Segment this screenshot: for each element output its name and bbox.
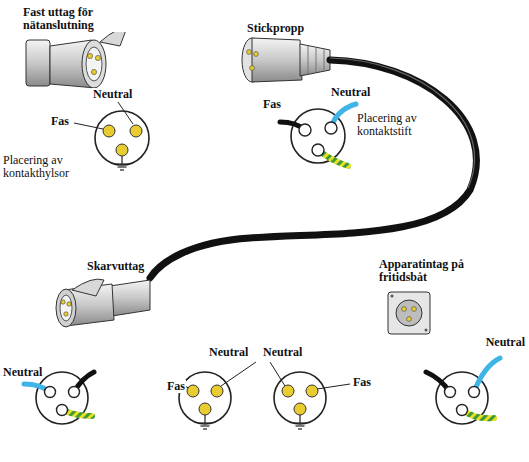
- extension-wiring-face: [24, 372, 94, 424]
- part-label: Neutral: [208, 346, 249, 359]
- extension-socket: [56, 279, 150, 327]
- part-label: Fast uttag för nätanslutning: [22, 6, 142, 32]
- extension-contact-face: [179, 362, 256, 429]
- part-label: Stickpropp: [246, 22, 305, 35]
- part-label: Neutral: [330, 86, 371, 99]
- cable: [150, 60, 476, 278]
- part-label: Fas: [166, 380, 186, 393]
- part-label: Fas: [352, 376, 372, 389]
- part-label: Neutral: [92, 88, 133, 101]
- part-label: Neutral: [262, 346, 303, 359]
- part-label: Fas: [50, 115, 70, 128]
- inlet-contact-face: [270, 362, 350, 429]
- shore-socket: [26, 29, 126, 88]
- part-label: Neutral: [2, 366, 43, 379]
- inlet-wiring-face: [426, 358, 500, 424]
- part-label: Placering av kontaktstift: [356, 112, 448, 138]
- part-label: Skarvuttag: [86, 260, 145, 273]
- plug: [242, 38, 330, 82]
- boat-inlet: [388, 292, 430, 334]
- part-label: Placering av kontakthylsor: [2, 154, 96, 180]
- part-label: Apparatintag på fritidsbåt: [378, 258, 492, 284]
- part-label: Neutral: [485, 336, 526, 349]
- part-label: Fas: [262, 98, 282, 111]
- plug-face: [280, 104, 356, 166]
